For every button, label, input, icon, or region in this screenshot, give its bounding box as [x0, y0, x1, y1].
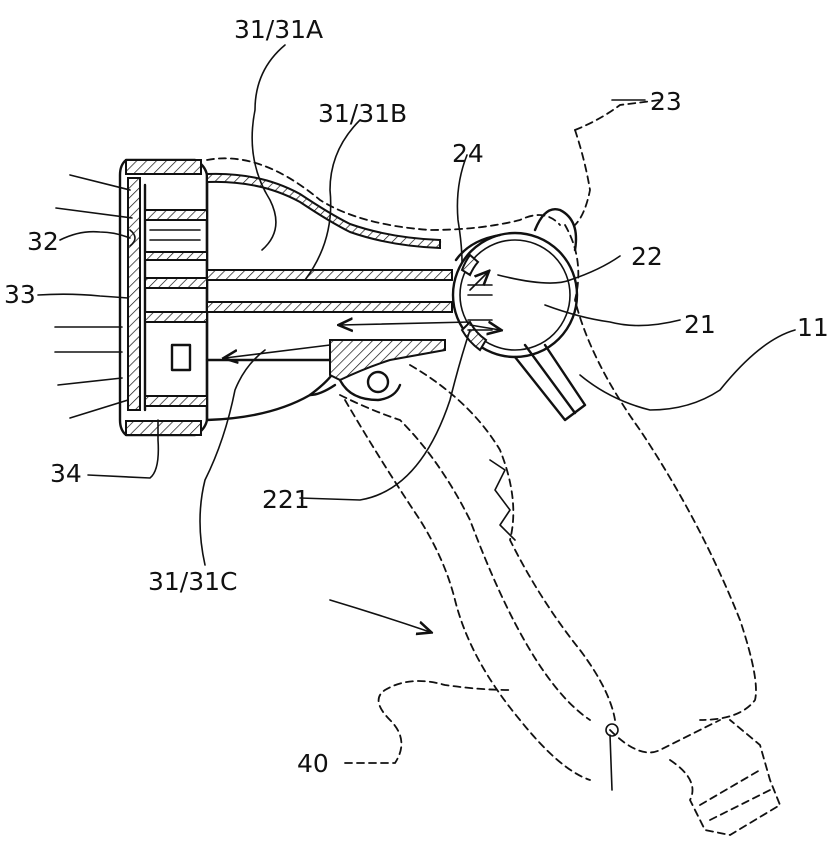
label-31-31c: 31/31C [148, 567, 238, 596]
label-31-31b: 31/31B [318, 99, 407, 128]
label-23: 23 [650, 87, 682, 116]
label-32: 32 [27, 227, 59, 256]
valve-ball [453, 209, 585, 420]
label-33: 33 [4, 280, 36, 309]
label-22: 22 [631, 242, 663, 271]
label-221: 221 [262, 485, 310, 514]
nozzle-body [207, 174, 452, 420]
label-24: 24 [452, 139, 484, 168]
label-40: 40 [297, 749, 329, 778]
handle-outline [207, 100, 780, 835]
label-31-31a: 31/31A [234, 15, 323, 44]
spray-head [120, 160, 207, 435]
label-11: 11 [797, 313, 829, 342]
label-34: 34 [50, 459, 82, 488]
label-21: 21 [684, 310, 716, 339]
